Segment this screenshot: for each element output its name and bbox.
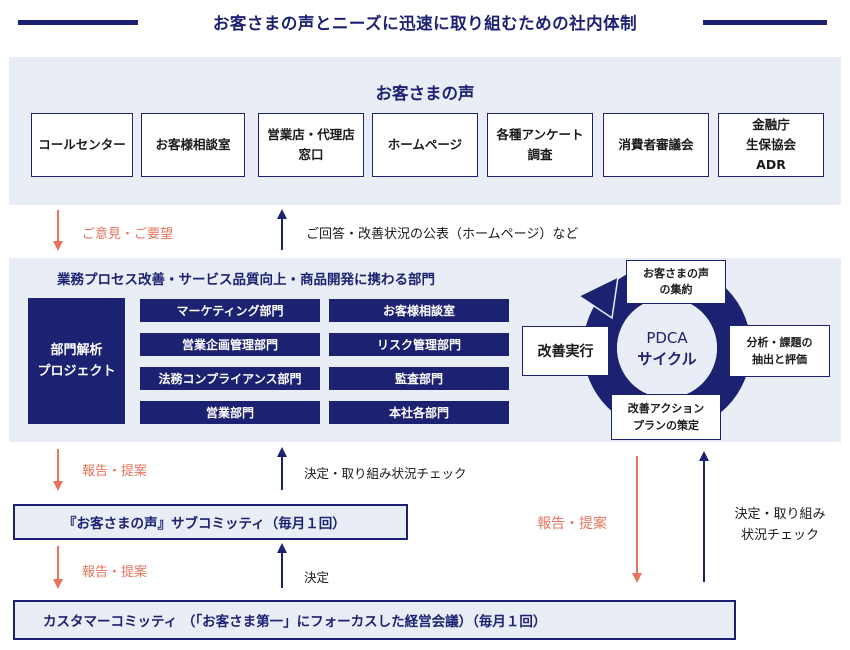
sub-committee-box: 『お客さまの声』サブコミッティ（毎月１回）	[13, 504, 408, 540]
opinion-label: ご意見・ご要望	[82, 227, 174, 242]
customer-committee-box: カスタマーコミッティ （「お客さま第一」にフォーカスした経営会議）（毎月１回）	[13, 600, 736, 640]
pdca-center-line2: サイクル	[637, 350, 696, 368]
dept-sales: 営業部門	[140, 401, 320, 424]
voice-heading: お客さまの声	[375, 84, 475, 103]
voice-box-council: 消費者審議会	[603, 113, 709, 177]
decide-check-label-right: 決定・取り組み 状況チェック	[734, 507, 826, 543]
title-bar-right	[703, 20, 827, 25]
dept-audit: 監査部門	[329, 367, 509, 390]
sub-committee-label: 『お客さまの声』サブコミッティ（毎月１回）	[63, 516, 346, 532]
pdca-ring-inner	[617, 298, 717, 398]
voice-box-regulators: 金融庁 生保協会 ADR	[718, 113, 824, 177]
dept-head-office: 本社各部門	[329, 401, 509, 424]
dept-marketing: マーケティング部門	[140, 299, 320, 322]
pdca-step-collect: お客さまの声 の集約	[626, 260, 726, 304]
decide-check-label-upper: 決定・取り組み状況チェック	[304, 466, 467, 481]
pdca-arrow-head-icon	[577, 275, 619, 320]
voice-box-branch: 営業店・代理店 窓口	[258, 113, 364, 177]
voice-box-homepage: ホームページ	[372, 113, 478, 177]
title-bar-left	[18, 20, 138, 25]
pdca-step-plan: 改善アクション プランの策定	[611, 394, 721, 440]
reply-label: ご回答・改善状況の公表（ホームページ）など	[306, 227, 579, 242]
decide-label-lower: 決定	[304, 570, 330, 585]
voice-box-consultation: お客様相談室	[141, 113, 245, 177]
department-heading: 業務プロセス改善・サービス品質向上・商品開発に携わる部門	[57, 272, 435, 288]
dept-risk-management: リスク管理部門	[329, 333, 509, 356]
report-label-upper: 報告・提案	[82, 464, 148, 479]
analysis-project-box: 部門解析 プロジェクト	[28, 298, 125, 424]
dept-legal-compliance: 法務コンプライアンス部門	[140, 367, 320, 390]
pdca-step-execute: 改善実行	[522, 326, 609, 376]
dept-customer-consultation: お客様相談室	[329, 299, 509, 322]
voice-box-call-center: コールセンター	[31, 113, 133, 177]
report-label-right: 報告・提案	[537, 516, 607, 532]
dept-sales-planning: 営業企画管理部門	[140, 333, 320, 356]
report-label-lower: 報告・提案	[82, 565, 148, 580]
pdca-step-analyze: 分析・課題の 抽出と評価	[729, 325, 830, 377]
voice-box-survey: 各種アンケート 調査	[487, 113, 593, 177]
page-title: お客さまの声とニーズに迅速に取り組むための社内体制	[212, 14, 638, 33]
customer-committee-label: カスタマーコミッティ （「お客さま第一」にフォーカスした経営会議）（毎月１回）	[43, 614, 547, 630]
pdca-center-line1: PDCA	[646, 329, 688, 347]
